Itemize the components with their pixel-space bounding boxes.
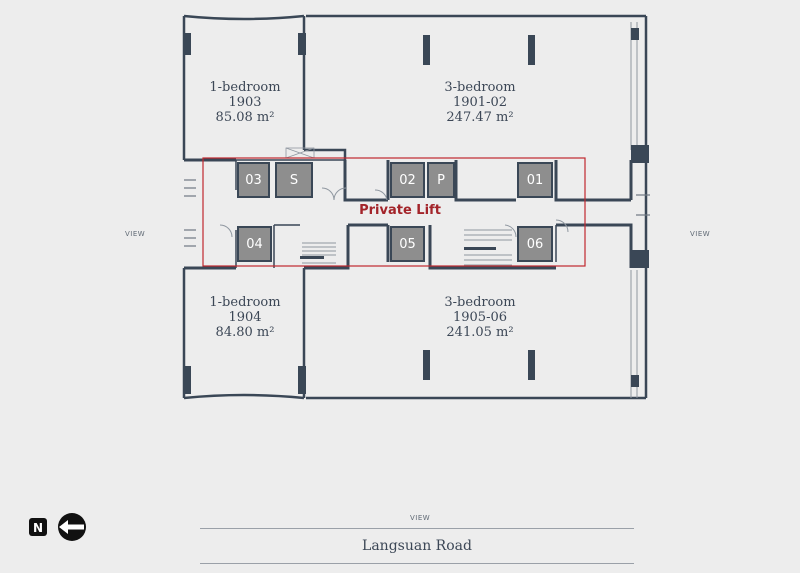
unit-number: 1905-06 — [452, 310, 508, 325]
compass-letter-bg — [29, 518, 47, 536]
lift-label: 06 — [526, 236, 544, 252]
private-lift-label: Private Lift — [359, 203, 441, 218]
entrance-steps — [184, 179, 650, 247]
private-lift-outline — [202, 157, 586, 267]
stairs — [302, 229, 512, 266]
unit-number: 1903 — [228, 95, 262, 110]
lift-04: 04 — [237, 226, 272, 262]
arrow-left-icon — [59, 520, 84, 534]
view-right-label: VIEW — [690, 230, 711, 238]
lift-02: 02 — [390, 162, 425, 198]
unit-number: 1904 — [228, 310, 262, 325]
lift-label: S — [289, 172, 299, 188]
unit-1904-label: 1-bedroom 1904 84.80 m² — [190, 295, 300, 340]
lift-s: S — [275, 162, 313, 198]
unit-1903-label: 1-bedroom 1903 85.08 m² — [190, 80, 300, 125]
unit-type: 3-bedroom — [444, 295, 516, 310]
columns — [183, 28, 649, 394]
road-bottom-line — [200, 563, 634, 564]
lift-03: 03 — [237, 162, 270, 198]
unit-1901-02-label: 3-bedroom 1901-02 247.47 m² — [420, 80, 540, 125]
north-compass: N — [28, 512, 98, 544]
shaft-cross — [285, 147, 315, 159]
road-name: Langsuan Road — [362, 538, 472, 554]
right-facade-hatch — [630, 22, 638, 398]
stair-rail — [300, 256, 324, 259]
unit-area: 241.05 m² — [446, 325, 514, 340]
unit-area: 85.08 m² — [215, 110, 275, 125]
lift-label: 05 — [399, 236, 416, 252]
unit-1905-06-label: 3-bedroom 1905-06 241.05 m² — [420, 295, 540, 340]
view-bottom-label: VIEW — [410, 514, 431, 522]
lift-label: 04 — [246, 236, 263, 252]
unit-area: 84.80 m² — [215, 325, 275, 340]
compass-letter: N — [33, 521, 43, 535]
doors — [219, 187, 569, 238]
view-left-label: VIEW — [125, 230, 146, 238]
unit-number: 1901-02 — [452, 95, 508, 110]
lift-label: P — [437, 172, 445, 188]
lift-06: 06 — [517, 226, 553, 262]
unit-type: 1-bedroom — [209, 295, 281, 310]
unit-type: 1-bedroom — [209, 80, 281, 95]
road-top-line — [200, 528, 634, 529]
inner-walls — [235, 159, 557, 268]
lift-01: 01 — [517, 162, 553, 198]
lift-label: 02 — [399, 172, 416, 188]
lift-p: P — [427, 162, 455, 198]
stair-rail — [464, 247, 496, 250]
corridor-walls — [184, 158, 633, 270]
lift-label: 01 — [526, 172, 544, 188]
lift-05: 05 — [390, 226, 425, 262]
lift-label: 03 — [245, 172, 262, 188]
unit-type: 3-bedroom — [444, 80, 516, 95]
unit-area: 247.47 m² — [446, 110, 514, 125]
